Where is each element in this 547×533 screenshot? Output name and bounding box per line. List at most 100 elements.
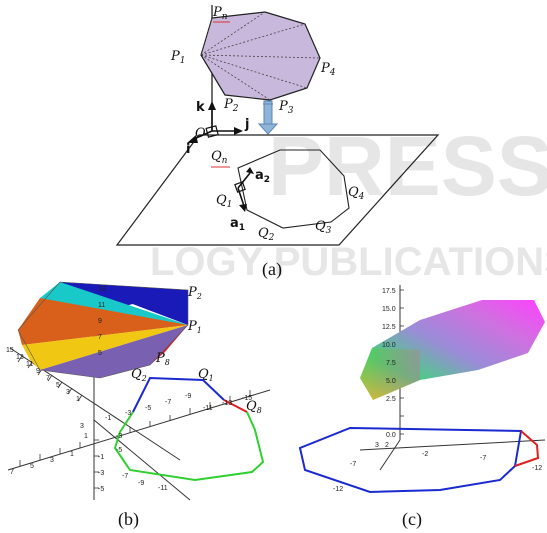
label-q1: Q1 xyxy=(216,193,232,210)
axis-c-y xyxy=(379,439,401,471)
svg-text:17.5: 17.5 xyxy=(382,288,396,295)
svg-text:11: 11 xyxy=(98,302,105,309)
panel-a: Pn P1 P2 P3 P4 k j i O Qn Q1 Q2 Q3 Q4 a1… xyxy=(115,5,440,280)
watermark-line2: LOGY PUBLICATIONS xyxy=(150,240,547,284)
caption-b: (b) xyxy=(118,509,139,530)
svg-text:3: 3 xyxy=(50,457,54,464)
svg-text:-1: -1 xyxy=(105,415,111,422)
label-b-q8: Q8 xyxy=(246,399,262,415)
svg-text:-15: -15 xyxy=(242,395,252,402)
c-polyline-blue xyxy=(298,426,523,494)
svg-text:3: 3 xyxy=(66,389,70,396)
label-b-p1: P1 xyxy=(187,319,202,335)
svg-text:7: 7 xyxy=(10,469,14,476)
colored-polygon-3d xyxy=(17,281,189,379)
label-k: k xyxy=(196,100,205,115)
svg-text:7.5: 7.5 xyxy=(386,360,396,367)
q-polyline-red xyxy=(223,399,248,413)
q-polyline-green xyxy=(113,411,265,482)
svg-text:15: 15 xyxy=(6,347,14,354)
ticks-c-left: -7 -12 xyxy=(333,461,356,493)
svg-text:-3: -3 xyxy=(125,410,131,417)
axis-y2 xyxy=(93,419,191,501)
projection-arrow xyxy=(257,100,279,135)
ticks-c-z: 17.5 15.0 12.5 10.0 7.5 5.0 2.5 0.0 xyxy=(382,288,396,439)
svg-text:-11: -11 xyxy=(158,485,168,492)
svg-text:-11: -11 xyxy=(203,405,213,412)
svg-text:-13: -13 xyxy=(222,400,232,407)
svg-text:13: 13 xyxy=(16,354,24,361)
ticks-b-bottom: 7 5 3 1 xyxy=(10,451,74,476)
svg-text:5.0: 5.0 xyxy=(386,378,396,385)
ticks-b-vert-low: -1 -3 -5 xyxy=(98,454,104,493)
svg-text:1: 1 xyxy=(76,396,80,403)
svg-text:7: 7 xyxy=(46,375,50,382)
label-a1: a1 xyxy=(230,216,245,233)
ticks-c-y: 3 2 xyxy=(375,442,389,449)
svg-text:2: 2 xyxy=(385,442,389,449)
label-j: j xyxy=(244,117,249,132)
svg-text:1: 1 xyxy=(70,451,74,458)
svg-text:15.0: 15.0 xyxy=(382,306,396,313)
svg-text:9: 9 xyxy=(36,368,40,375)
svg-text:5: 5 xyxy=(30,463,34,470)
axis-c-x xyxy=(359,439,546,451)
label-b-p8: P8 xyxy=(155,351,170,367)
q-polygon xyxy=(237,149,350,229)
svg-text:0.0: 0.0 xyxy=(386,432,396,439)
c-polyline-red xyxy=(514,430,540,467)
svg-text:12.5: 12.5 xyxy=(382,324,396,331)
svg-text:9: 9 xyxy=(98,318,102,325)
axis-y xyxy=(7,389,271,471)
svg-text:-5: -5 xyxy=(116,447,122,454)
svg-text:-1: -1 xyxy=(98,454,104,461)
label-i: i xyxy=(186,142,190,157)
label-o: O xyxy=(195,126,206,141)
frame-origin xyxy=(187,101,243,143)
svg-text:10.0: 10.0 xyxy=(382,342,396,349)
label-p2: P2 xyxy=(223,97,239,114)
svg-text:-7: -7 xyxy=(122,473,128,480)
svg-text:3: 3 xyxy=(80,423,84,430)
panel-c: 17.5 15.0 12.5 10.0 7.5 5.0 2.5 0.0 3 2 … xyxy=(298,285,546,530)
caption-c: (c) xyxy=(402,509,422,530)
svg-text:11: 11 xyxy=(26,361,33,368)
ticks-b-left-low: 3 1 xyxy=(80,423,88,440)
label-q3: Q3 xyxy=(315,219,332,236)
svg-text:-3: -3 xyxy=(116,433,122,440)
label-p4: P4 xyxy=(320,61,336,78)
label-a2: a2 xyxy=(255,168,270,185)
svg-text:2.5: 2.5 xyxy=(386,396,396,403)
svg-text:-7: -7 xyxy=(350,461,356,468)
label-b-p2: P2 xyxy=(187,285,202,301)
svg-text:-7: -7 xyxy=(165,399,171,406)
label-qn: Qn xyxy=(211,149,228,166)
svg-text:7: 7 xyxy=(98,334,102,341)
gradient-polygon-shade xyxy=(360,348,420,400)
svg-text:-5: -5 xyxy=(98,486,104,493)
svg-text:-9: -9 xyxy=(138,480,144,487)
svg-text:3: 3 xyxy=(375,442,379,449)
panel-b: P2 P1 P8 Q2 Q1 Q8 13 11 9 7 5 15 13 11 9… xyxy=(6,281,271,530)
svg-text:-12: -12 xyxy=(333,486,343,493)
ticks-b-mid: -3 -5 -7 -9 -11 xyxy=(116,433,168,492)
watermark-line1: PRESS xyxy=(268,119,547,213)
svg-text:1: 1 xyxy=(84,433,88,440)
label-b-q2: Q2 xyxy=(131,367,147,383)
ticks-b-z: 13 11 9 7 5 xyxy=(98,286,106,357)
ticks-b-left: 15 13 11 9 7 5 3 1 xyxy=(6,347,80,403)
label-b-q1: Q1 xyxy=(198,367,214,383)
p-polygon-triangulation xyxy=(200,11,321,101)
label-q2: Q2 xyxy=(258,226,275,243)
ticks-b-right: -1 -3 -5 -7 -9 -11 -13 -15 xyxy=(105,393,252,422)
svg-text:-12: -12 xyxy=(532,465,542,472)
q-polyline-blue xyxy=(132,376,225,413)
svg-text:-7: -7 xyxy=(480,455,486,462)
label-p3: P3 xyxy=(278,99,294,116)
svg-text:-9: -9 xyxy=(185,393,191,400)
svg-text:-3: -3 xyxy=(98,470,104,477)
svg-text:13: 13 xyxy=(98,286,106,293)
local-frame-q1 xyxy=(234,167,254,212)
label-q4: Q4 xyxy=(348,185,365,202)
